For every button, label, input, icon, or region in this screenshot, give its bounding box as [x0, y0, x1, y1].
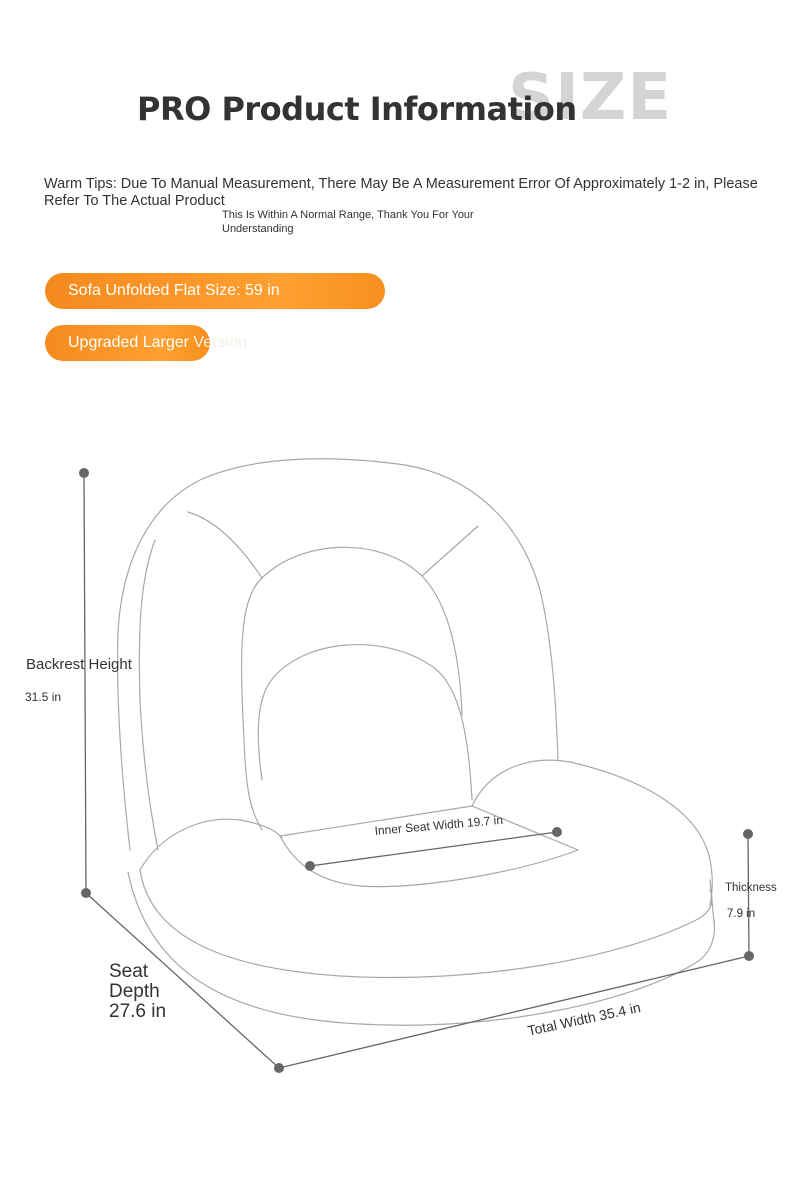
chair-outline — [117, 458, 716, 1026]
upgraded-version-faded-label: Version — [188, 334, 247, 351]
backrest-seam-right — [421, 525, 479, 577]
upgraded-version-label: Upgraded Larger — [68, 334, 189, 351]
base-right-edge — [709, 879, 715, 923]
unfolded-size-badge: Sofa Unfolded Flat Size: 59 in — [45, 273, 385, 309]
backrest-outer-shell — [117, 458, 559, 761]
thickness-top-dot — [743, 829, 753, 839]
head-cushion — [240, 577, 263, 831]
size-watermark: SIZE — [508, 61, 673, 135]
warm-tips-text: Warm Tips: Due To Manual Measurement, Th… — [44, 176, 758, 209]
warm-tips-subtext: This Is Within A Normal Range, Thank You… — [222, 209, 474, 235]
head-cushion-top — [261, 546, 463, 716]
total-width-line — [278, 955, 750, 1069]
backrest-height-value: 31.5 in — [25, 690, 62, 704]
backrest-inner-left-edge — [138, 539, 159, 851]
seat-depth-value: 27.6 in — [109, 1001, 167, 1022]
inner-seat-width-left-dot — [305, 861, 315, 871]
page-title: PRO Product Information — [137, 90, 577, 128]
upgraded-version-badge: Upgraded Larger Version — [45, 325, 247, 361]
back-cushion — [257, 644, 473, 801]
base-front — [127, 871, 716, 1026]
backrest-height-top-dot — [79, 468, 89, 478]
left-arm-pad — [139, 818, 283, 871]
seat-depth-label: Seat Depth — [109, 961, 160, 1002]
backrest-height-label: Backrest Height — [26, 656, 132, 673]
right-arm-pad — [471, 759, 713, 906]
backrest-seam-left — [187, 511, 263, 579]
seat-depth-line — [85, 892, 280, 1069]
thickness-line — [747, 833, 750, 957]
inner-seat-width-line — [309, 831, 558, 867]
thickness-label: Thickness — [725, 882, 777, 894]
backrest-height-line — [83, 472, 87, 894]
inner-seat-width-right-dot — [552, 827, 562, 837]
thickness-value: 7.9 in — [727, 908, 756, 920]
backrest-left-side — [117, 631, 131, 851]
dimension-lines — [79, 468, 754, 1073]
seat-top — [279, 805, 579, 888]
unfolded-size-label: Sofa Unfolded Flat Size: 59 in — [68, 282, 280, 299]
seat-cushion-front — [139, 869, 713, 979]
